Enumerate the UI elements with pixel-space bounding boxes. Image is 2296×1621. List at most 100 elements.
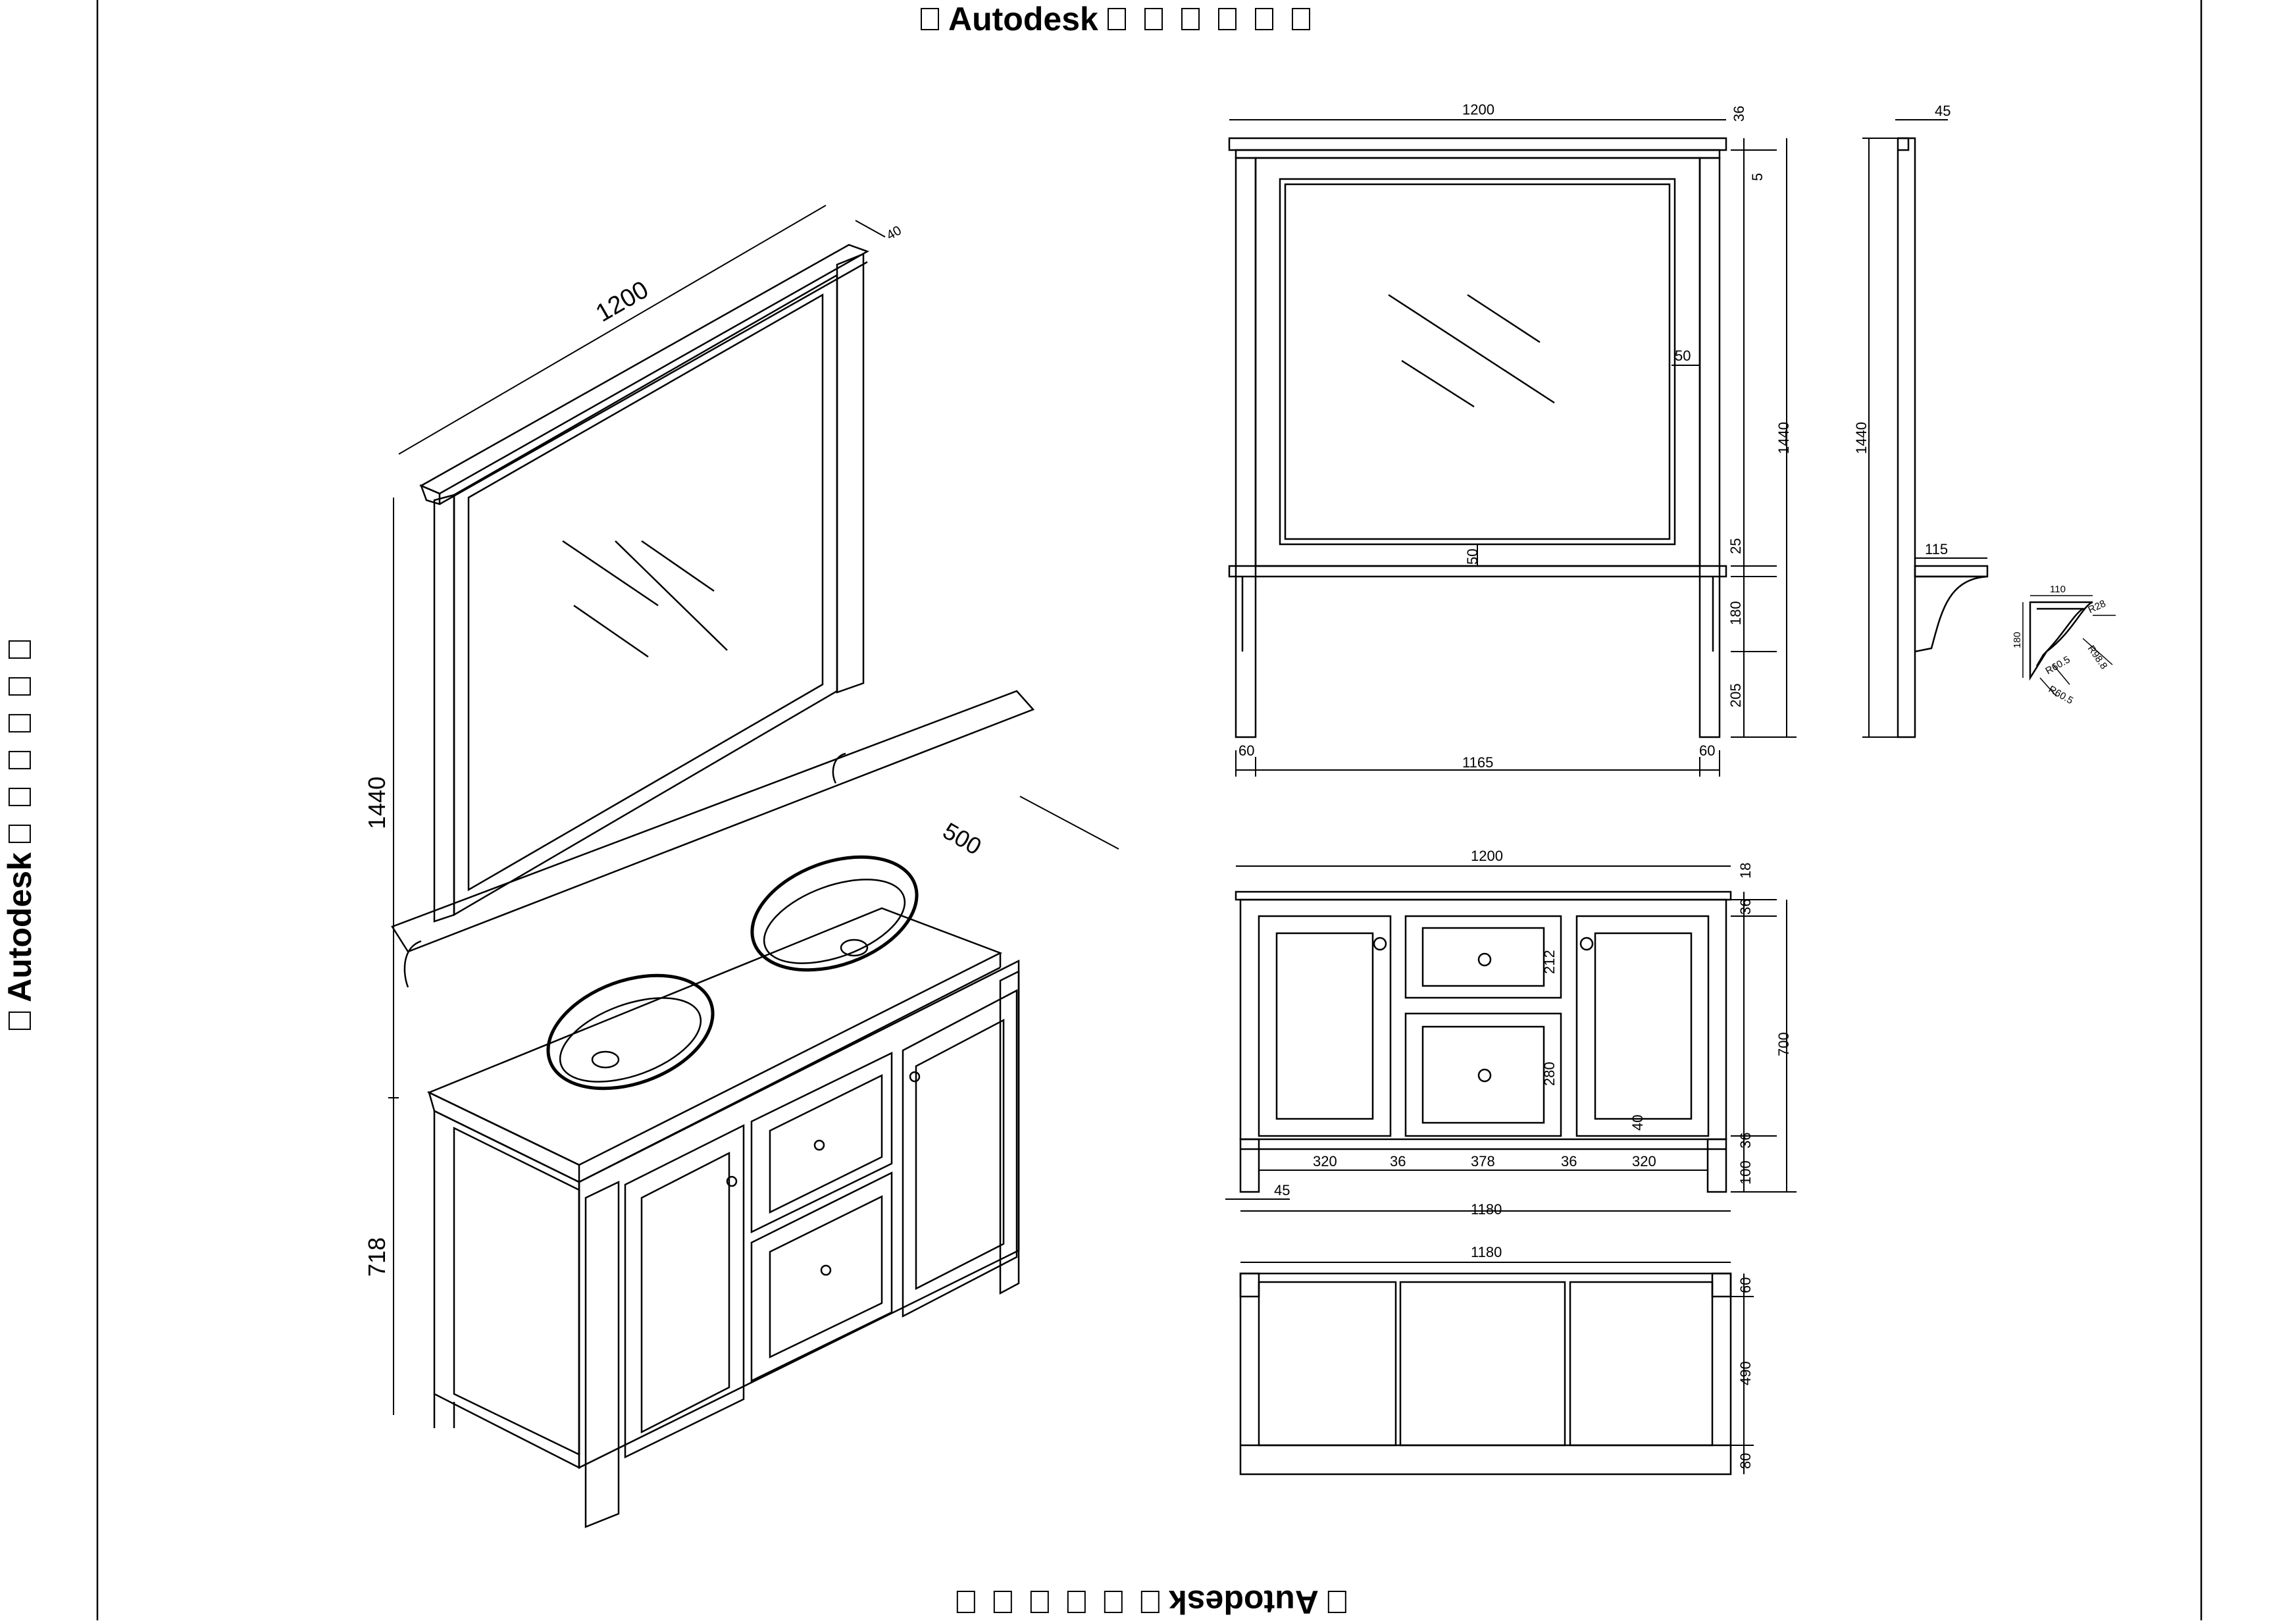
iso-left-door-panel: [640, 1151, 730, 1434]
cabinet-plan-dim-base: 80: [1737, 1453, 1754, 1469]
cabinet-plan-dim-depth: 490: [1737, 1361, 1754, 1385]
iso-drawer-bottom: [750, 1171, 893, 1383]
cabinet-leg-right: [1706, 1138, 1727, 1193]
cabinet-countertop: [1235, 890, 1732, 901]
cabinet-plan-dim-rail: 60: [1737, 1277, 1754, 1293]
iso-cabinet-side-panel: [453, 1126, 580, 1456]
cabinet-plan-dim-top: 1180: [1471, 1244, 1502, 1260]
iso-dim-width-line: [398, 205, 827, 455]
cabinet-dim-base: 100: [1737, 1160, 1754, 1185]
cabinet-dim-rail2: 36: [1737, 1133, 1754, 1148]
iso-drawer-top-panel: [769, 1073, 883, 1214]
cabinet-plan-outline: [1239, 1272, 1732, 1476]
cabinet-left-door: [1258, 915, 1392, 1137]
iso-bracket-right: [832, 752, 846, 784]
cabinet-plan-post-left: [1239, 1272, 1260, 1298]
mirror-dim-gap: 5: [1749, 173, 1766, 181]
mirror-side-dim-height: 1440: [1853, 422, 1870, 454]
bracket-dim-height: 180: [2012, 632, 2023, 648]
cabinet-dim-drawer1: 212: [1541, 950, 1558, 974]
cabinet-drawer-top-panel: [1421, 927, 1545, 987]
cabinet-dim-height: 700: [1775, 1032, 1792, 1056]
iso-cabinet-front: [578, 959, 1020, 1470]
cabinet-body: [1239, 898, 1727, 1141]
mirror-side-dim-shelf: 115: [1925, 541, 1948, 557]
mirror-glass: [1279, 178, 1676, 546]
cabinet-plan-bay-3: [1569, 1281, 1714, 1447]
cabinet-drawer-bottom-knob: [1477, 1068, 1492, 1083]
cabinet-dim-bottom-4: 36: [1561, 1153, 1577, 1170]
cabinet-dim-left-offset: 45: [1274, 1182, 1290, 1198]
mirror-left-post: [1235, 157, 1257, 738]
bracket-detail: [2022, 595, 2116, 697]
cabinet-dim-bottom-1: 320: [1313, 1153, 1337, 1170]
iso-basin-left: [546, 973, 715, 1091]
mirror-side-view: [1862, 119, 1989, 738]
mirror-dim-right: 60: [1699, 742, 1715, 759]
mirror-dim-leg-lower: 205: [1727, 683, 1744, 708]
iso-basin-right: [750, 855, 919, 972]
iso-mirror-glass: [467, 293, 824, 892]
cabinet-dim-top-thick: 18: [1737, 863, 1754, 879]
iso-basin-right-inner: [763, 879, 906, 964]
iso-right-door-knob: [909, 1071, 921, 1083]
cabinet-front-view: [1225, 865, 1797, 1212]
watermark-top: Autodesk: [911, 0, 1319, 38]
cabinet-dim-bottom-3: 378: [1471, 1153, 1495, 1170]
cabinet-leg-left: [1239, 1138, 1260, 1193]
mirror-dim-cornice: 36: [1731, 106, 1747, 122]
cabinet-left-door-panel: [1275, 932, 1374, 1120]
iso-left-door: [624, 1123, 745, 1459]
mirror-dim-left: 60: [1238, 742, 1254, 759]
cabinet-dim-overall: 1180: [1471, 1201, 1502, 1218]
iso-dim-cornice: 40: [884, 223, 904, 243]
mirror-dim-leg-upper: 180: [1727, 601, 1744, 625]
cabinet-dim-top: 1200: [1471, 848, 1503, 864]
iso-left-door-knob: [726, 1175, 738, 1187]
isometric-view: [388, 205, 1119, 1528]
mirror-front-view: [1228, 119, 1797, 777]
cabinet-drawer-bottom: [1404, 1012, 1562, 1137]
cabinet-drawer-top: [1404, 915, 1562, 999]
bracket-dim-r2: R98.8: [2085, 644, 2110, 672]
mirror-right-post: [1698, 157, 1721, 738]
bracket-dim-r3: R60.5: [2044, 654, 2072, 677]
iso-leg-front-right: [999, 969, 1020, 1295]
iso-dim-cabinet-height: 718: [363, 1237, 390, 1277]
mirror-dim-top: 1200: [1462, 101, 1494, 118]
iso-shelf: [391, 690, 1035, 953]
iso-drain-right: [840, 939, 869, 957]
iso-cornice-end: [419, 484, 441, 505]
iso-leg-front-left: [584, 1181, 620, 1528]
bracket-dim-top: 110: [2050, 584, 2066, 595]
mirror-shelf: [1228, 565, 1727, 578]
iso-dim-depth-line: [1019, 796, 1119, 850]
cabinet-plan-view: [1239, 1262, 1754, 1476]
iso-drawer-top-knob: [813, 1139, 825, 1151]
iso-countertop-front: [428, 1091, 580, 1184]
cabinet-dim-bottom-2: 36: [1390, 1153, 1406, 1170]
iso-dim-mirror-height: 1440: [363, 777, 390, 829]
mirror-side-bracket: [1914, 575, 1988, 653]
iso-drawer-bottom-panel: [769, 1195, 883, 1358]
cabinet-plan-bay-1: [1258, 1281, 1397, 1447]
iso-countertop: [426, 907, 1003, 1166]
cabinet-plan-bay-2: [1399, 1281, 1566, 1447]
iso-dim-width: 1200: [592, 276, 653, 328]
mirror-dim-frame-right: 50: [1675, 347, 1691, 364]
iso-right-door-panel: [915, 1018, 1005, 1291]
mirror-side-dim-top: 45: [1935, 103, 1951, 119]
mirror-cornice: [1228, 137, 1727, 151]
bracket-dim-r4: R60.5: [2047, 684, 2075, 707]
iso-basin-left-inner: [559, 997, 702, 1083]
cabinet-right-door-panel: [1594, 932, 1693, 1120]
mirror-frame: [1254, 157, 1701, 567]
iso-drawer-top: [750, 1051, 893, 1234]
cabinet-drawer-bottom-panel: [1421, 1025, 1545, 1124]
bracket-dim-r1: R28: [2087, 598, 2108, 616]
cabinet-drawer-top-knob: [1477, 952, 1492, 967]
iso-drain-left: [591, 1050, 620, 1069]
iso-cabinet-side: [433, 1109, 580, 1470]
